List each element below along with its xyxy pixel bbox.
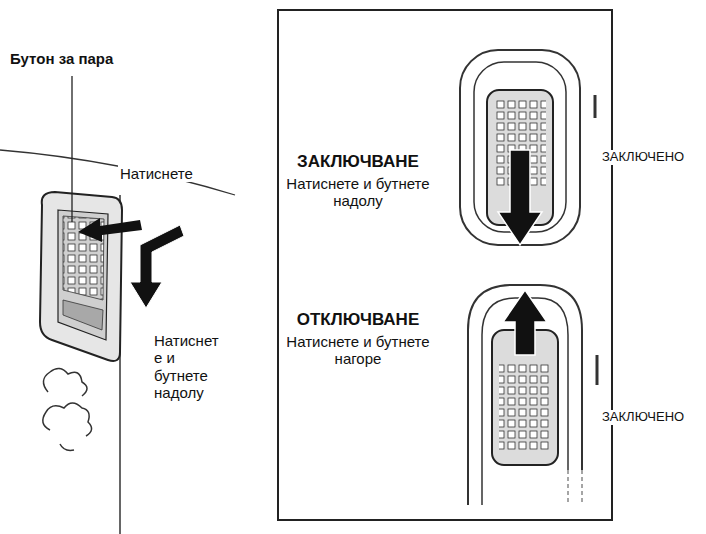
steam <box>43 368 92 450</box>
steam-button <box>40 192 122 361</box>
part-name: Бутон за пара <box>8 50 148 67</box>
state-label: ЗАКЛЮЧЕНО <box>600 410 700 425</box>
push-arrow <box>78 218 142 242</box>
mode-instruction: Натиснете и бутнете надолу <box>283 175 433 210</box>
frame <box>278 10 612 520</box>
mode-instruction: Натиснете и бутнете нагоре <box>283 333 433 368</box>
leader-line <box>71 76 72 222</box>
action-label: Натиснете <box>118 165 218 182</box>
state-label: ЗАКЛЮЧЕНО <box>600 150 700 165</box>
lock-button <box>460 50 595 245</box>
mode-heading: ЗАКЛЮЧВАНЕ <box>283 152 433 172</box>
down-arrow <box>130 225 184 308</box>
action-label: Натиснет е и бутнете надолу <box>152 332 228 401</box>
body-curve <box>0 150 235 195</box>
mode-heading: ОТКЛЮЧВАНЕ <box>283 310 433 330</box>
unlock-button <box>468 285 597 505</box>
